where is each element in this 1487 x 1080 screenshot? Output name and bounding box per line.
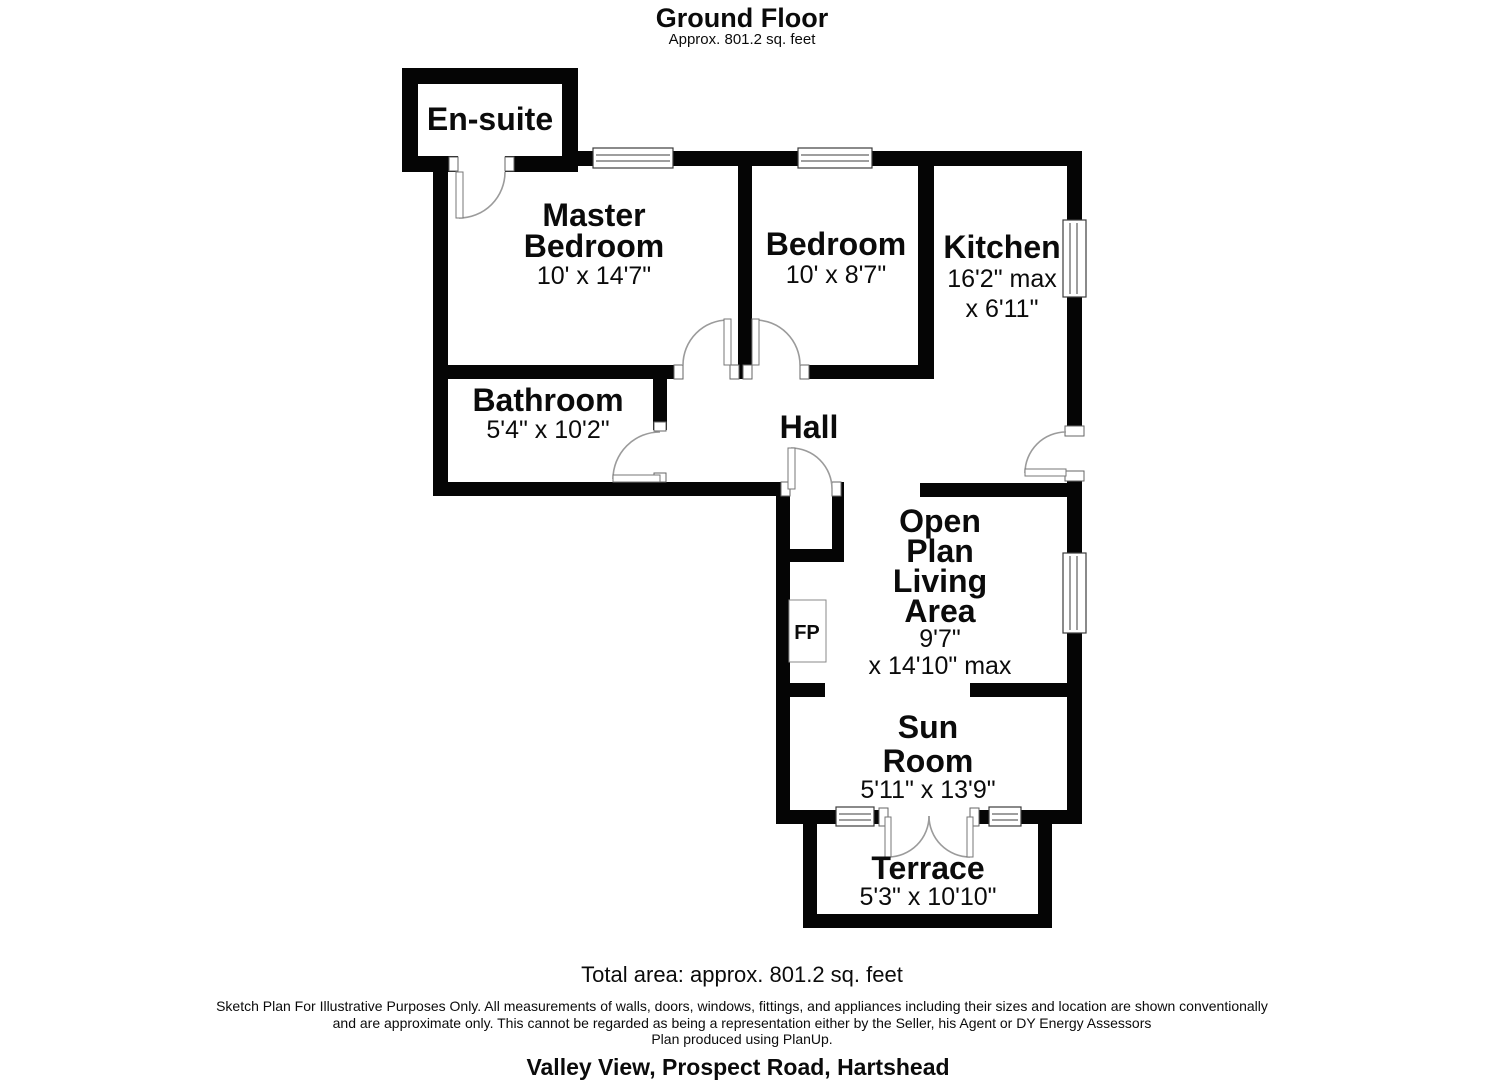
svg-text:5'3" x 10'10": 5'3" x 10'10" [859, 883, 996, 911]
wall-ensuite-left [402, 68, 418, 172]
label-bedroom: Bedroom 10' x 8'7" [766, 226, 906, 289]
window-bedroom [797, 147, 873, 169]
svg-text:x 14'10" max: x 14'10" max [869, 652, 1012, 680]
svg-text:Kitchen: Kitchen [943, 229, 1060, 265]
wall-ensuite-bottom-right [505, 156, 578, 172]
wall-bathroom-east [653, 365, 667, 430]
wall-west-living [776, 482, 790, 824]
wall-ensuite-top [402, 68, 578, 84]
fireplace-label: FP [794, 622, 820, 644]
door-hall-cupboard [780, 447, 842, 497]
plan-subtitle: Approx. 801.2 sq. feet [669, 31, 817, 48]
label-living-area: Open Plan Living Area 9'7" x 14'10" max [869, 503, 1012, 680]
wall-living-north [920, 483, 1082, 497]
wall-west-wing-left [433, 156, 448, 496]
svg-text:Bathroom: Bathroom [472, 382, 623, 418]
wall-cupboard-south [788, 549, 844, 562]
svg-text:9'7": 9'7" [919, 625, 960, 653]
label-kitchen: Kitchen 16'2" max x 6'11" [943, 229, 1060, 323]
window-living-area [1062, 552, 1087, 634]
svg-text:Sun: Sun [898, 709, 958, 745]
door-entrance [1024, 425, 1085, 482]
label-ensuite: En-suite [427, 101, 553, 137]
wall-cupboard-east [832, 482, 844, 562]
svg-text:5'4" x 10'2": 5'4" x 10'2" [486, 416, 609, 444]
svg-text:Master: Master [542, 197, 645, 233]
door-bathroom [612, 421, 667, 483]
svg-text:10' x 8'7": 10' x 8'7" [786, 261, 886, 289]
footer: Total area: approx. 801.2 sq. feet Sketc… [216, 962, 1268, 1080]
window-sunroom-left [835, 806, 875, 827]
window-kitchen [1062, 219, 1087, 298]
disclaimer-line-2: and are approximate only. This cannot be… [333, 1015, 1152, 1031]
svg-text:16'2" max: 16'2" max [947, 265, 1057, 293]
wall-mid-west [433, 365, 683, 379]
disclaimer-line-3: Plan produced using PlanUp. [651, 1031, 832, 1047]
svg-text:Area: Area [904, 593, 975, 629]
wall-terrace-east [1038, 824, 1052, 928]
label-bathroom: Bathroom 5'4" x 10'2" [472, 382, 623, 444]
svg-text:5'11" x 13'9": 5'11" x 13'9" [860, 776, 995, 804]
svg-text:Terrace: Terrace [871, 850, 984, 886]
wall-south-west-wing [433, 482, 790, 496]
room-labels: En-suite Master Bedroom 10' x 14'7" Bedr… [427, 101, 1061, 911]
wall-terrace-west [803, 824, 817, 928]
label-terrace: Terrace 5'3" x 10'10" [859, 850, 996, 911]
wall-living-south-left [776, 683, 825, 697]
svg-text:x 6'11": x 6'11" [966, 295, 1039, 323]
svg-text:Room: Room [883, 743, 974, 779]
walls [402, 68, 1082, 928]
svg-text:Living: Living [893, 563, 987, 599]
wall-mid-east [800, 365, 930, 379]
svg-text:10' x 14'7": 10' x 14'7" [537, 262, 651, 290]
plan-title: Ground Floor [656, 3, 829, 33]
wall-living-south-right [970, 683, 1082, 697]
label-hall: Hall [780, 409, 839, 445]
svg-text:Bedroom: Bedroom [766, 226, 906, 262]
header: Ground Floor Approx. 801.2 sq. feet [656, 3, 829, 48]
door-bedroom [742, 318, 810, 380]
label-master-bedroom: Master Bedroom 10' x 14'7" [524, 197, 664, 290]
svg-text:Bedroom: Bedroom [524, 228, 664, 264]
door-master-bedroom [673, 318, 740, 380]
doors [448, 156, 1085, 858]
wall-divider-bedroom-kitchen [918, 151, 934, 379]
wall-divider-master-bedroom [738, 151, 752, 379]
window-master-bedroom [592, 147, 674, 169]
property-address: Valley View, Prospect Road, Hartshead [526, 1054, 949, 1080]
door-ensuite [448, 156, 515, 219]
windows [592, 147, 1087, 827]
svg-text:Plan: Plan [906, 533, 974, 569]
window-sunroom-right [988, 806, 1022, 827]
french-doors-terrace [878, 807, 980, 858]
svg-text:Hall: Hall [780, 409, 839, 445]
svg-text:Open: Open [899, 503, 981, 539]
fireplace: FP [788, 599, 827, 663]
wall-terrace-south [803, 914, 1052, 928]
disclaimer-line-1: Sketch Plan For Illustrative Purposes On… [216, 998, 1268, 1014]
total-area-text: Total area: approx. 801.2 sq. feet [581, 962, 903, 987]
label-sunroom: Sun Room 5'11" x 13'9" [860, 709, 995, 804]
wall-ensuite-right [562, 68, 578, 164]
svg-text:En-suite: En-suite [427, 101, 553, 137]
